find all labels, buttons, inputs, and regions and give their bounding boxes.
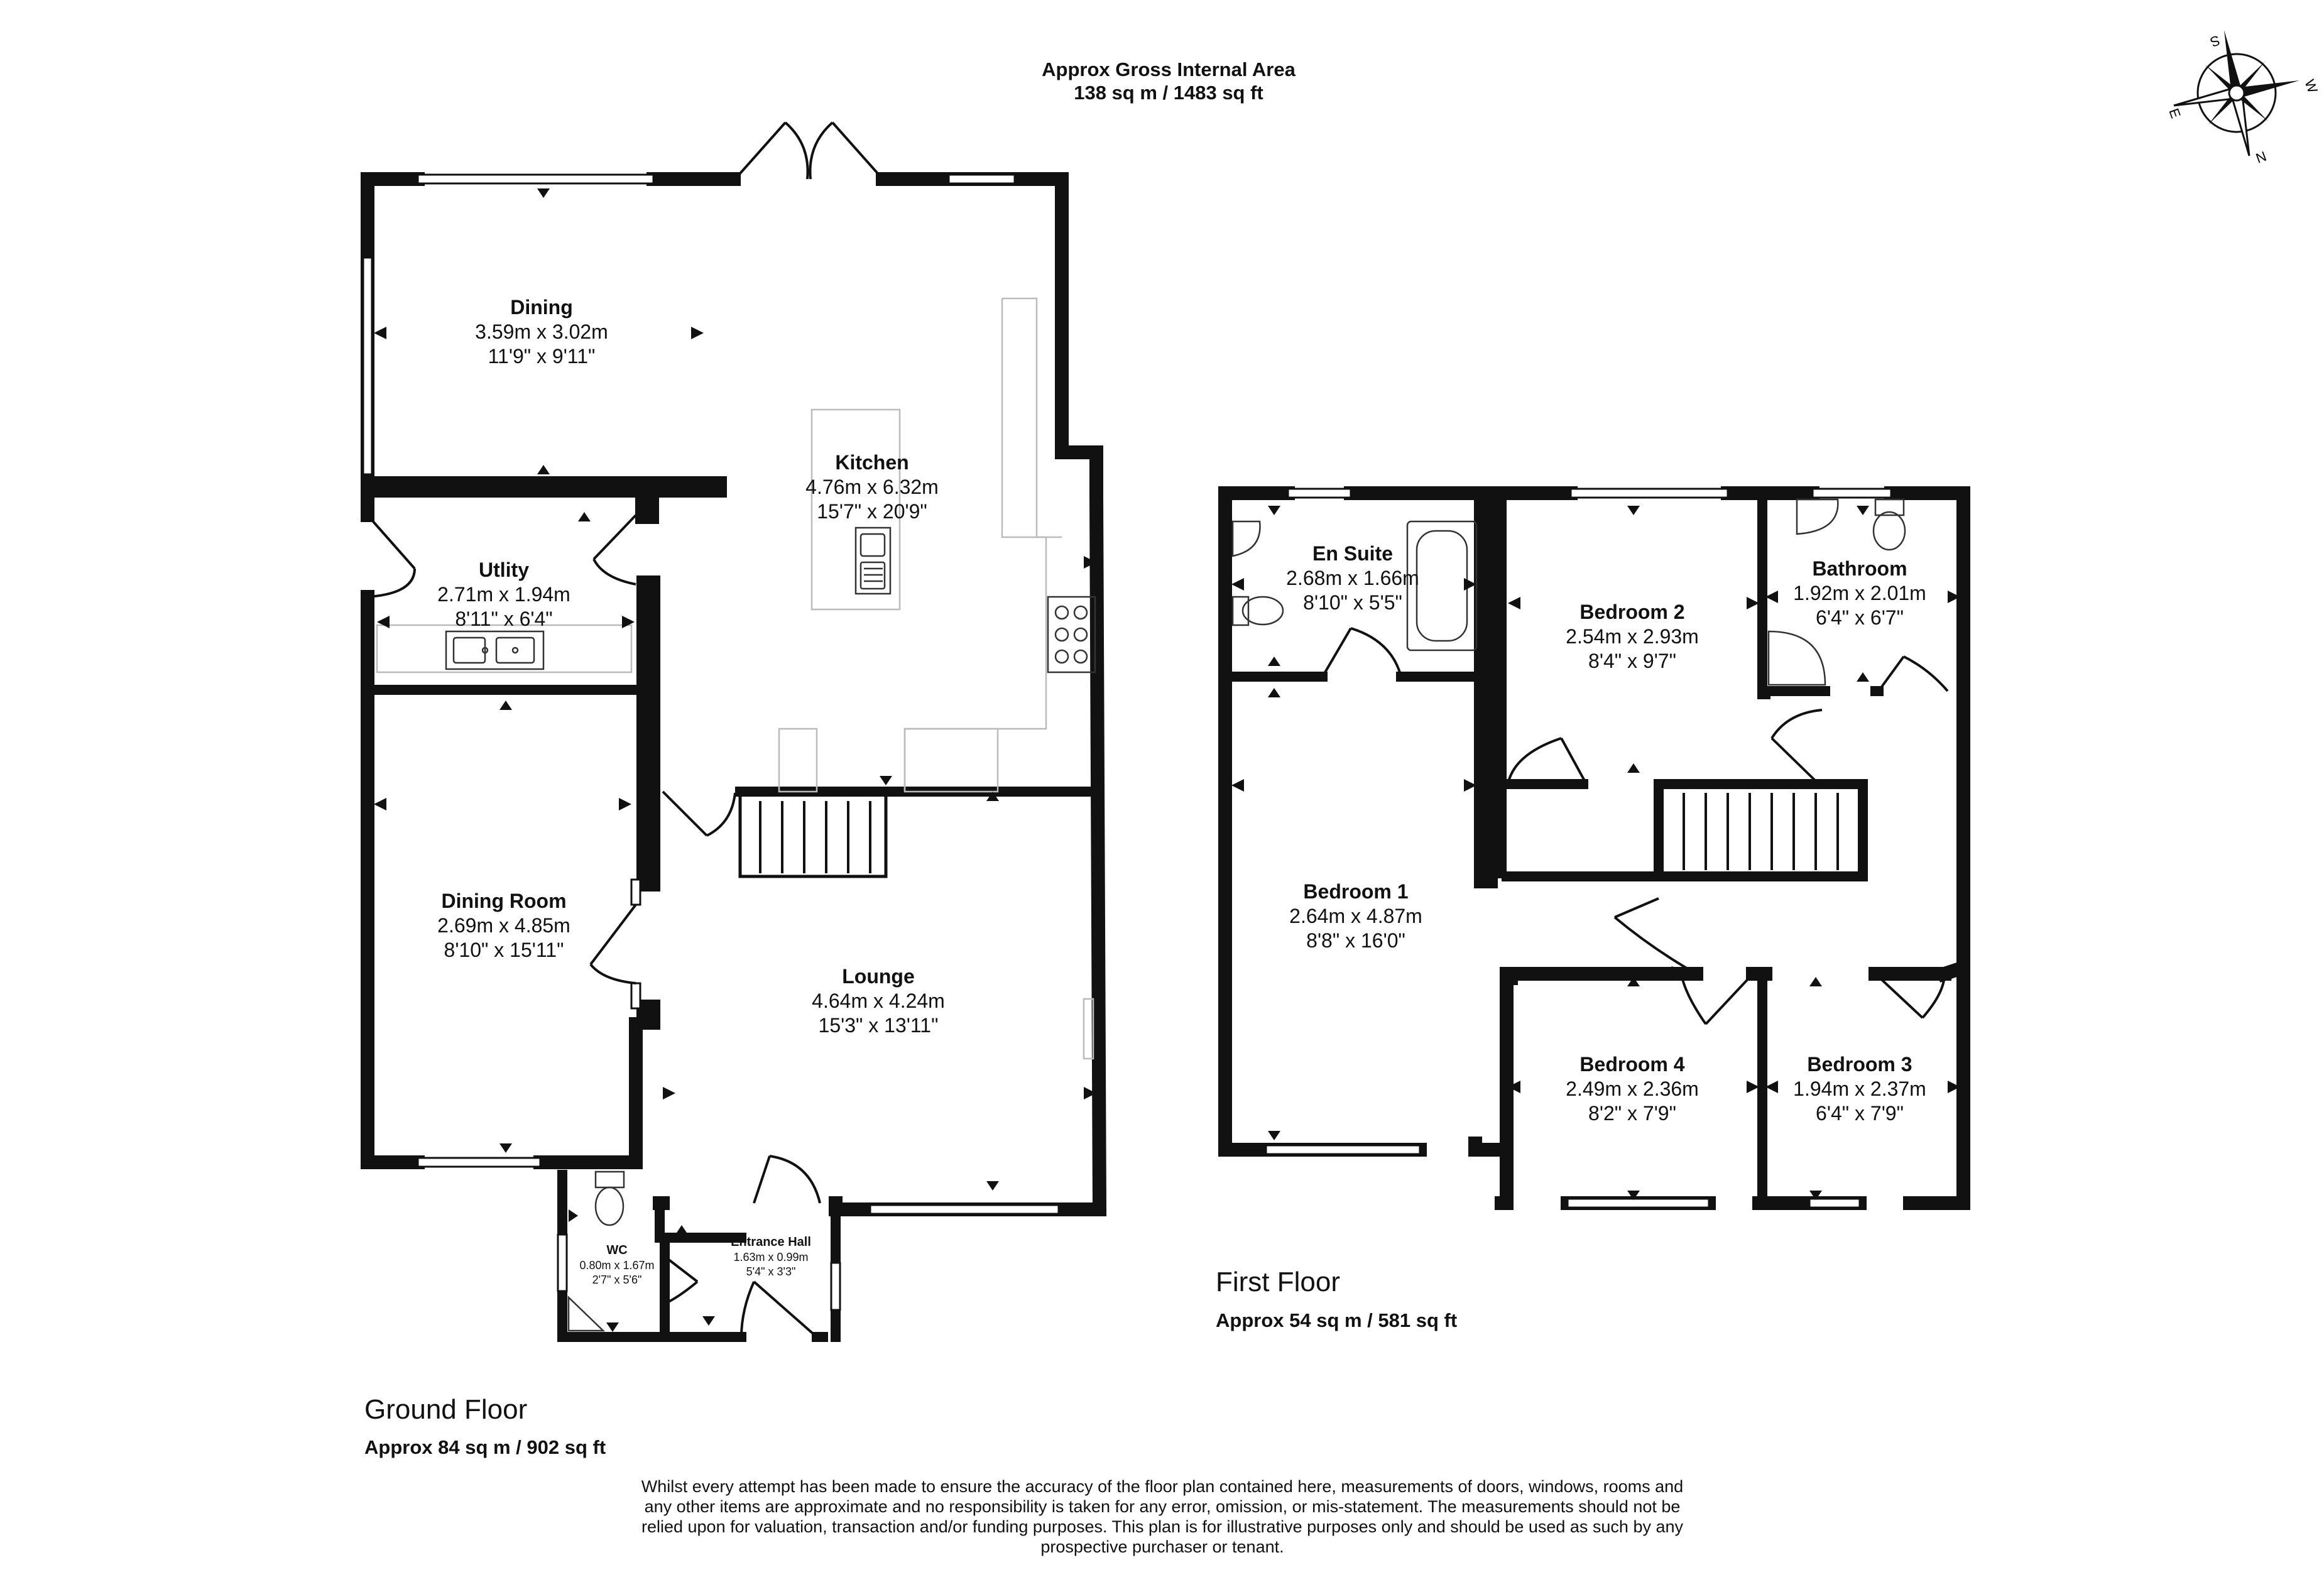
room-name: Bedroom 3 (1807, 1053, 1912, 1076)
first-floor-area: Approx 54 sq m / 581 sq ft (1216, 1309, 1458, 1331)
first-floor-doors (1321, 627, 1949, 1025)
room-imperial: 8'10" x 15'11" (444, 939, 564, 961)
wc-toilet-icon (594, 1170, 625, 1226)
bath-icon (1406, 520, 1478, 652)
compass-north: N (2254, 148, 2268, 166)
room-lounge: Lounge 4.64m x 4.24m 15'3" x 13'11" (812, 964, 945, 1038)
room-name: Dining Room (441, 890, 567, 912)
disclaimer-line: prospective purchaser or tenant. (1040, 1537, 1284, 1556)
first-floor-walls (1218, 486, 1970, 1210)
ground-floor-title: Ground Floor (364, 1394, 528, 1425)
gross-area-label: Approx Gross Internal Area (1042, 58, 1296, 80)
room-metric: 2.68m x 1.66m (1286, 567, 1419, 589)
room-metric: 3.59m x 3.02m (475, 320, 608, 343)
measurement-arrows (374, 188, 1960, 1332)
room-imperial: 2'7" x 5'6" (592, 1273, 642, 1286)
gross-area-value: 138 sq m / 1483 sq ft (1074, 82, 1263, 104)
room-metric: 2.69m x 4.85m (437, 914, 570, 937)
room-metric: 0.80m x 1.67m (579, 1259, 655, 1272)
room-bedroom-3: Bedroom 3 1.94m x 2.37m 6'4" x 7'9" (1793, 1052, 1926, 1126)
ground-floor-windows (362, 173, 1060, 1311)
room-imperial: 8'10" x 5'5" (1303, 591, 1402, 614)
room-utility: Utlity 2.71m x 1.94m 8'11" x 6'4" (437, 558, 570, 631)
wc-basin-icon (567, 1295, 606, 1332)
disclaimer-line: relied upon for valuation, transaction a… (641, 1517, 1683, 1536)
room-name: Dining (510, 296, 573, 319)
room-name: Entrance Hall (731, 1235, 811, 1249)
first-floor-title: First Floor (1216, 1267, 1340, 1297)
kitchen-sink-icon (854, 526, 892, 595)
first-floor-windows (1265, 488, 1892, 1209)
room-entrance-hall: Entrance Hall 1.63m x 0.99m 5'4" x 3'3" (731, 1235, 811, 1279)
room-bedroom-1: Bedroom 1 2.64m x 4.87m 8'8" x 16'0" (1289, 880, 1422, 953)
disclaimer-line: Whilst every attempt has been made to en… (641, 1477, 1684, 1496)
room-name: Bedroom 2 (1579, 601, 1685, 623)
room-name: Bathroom (1812, 557, 1907, 580)
room-metric: 4.64m x 4.24m (812, 990, 945, 1012)
ground-floor-doors (366, 121, 884, 1338)
room-metric: 1.94m x 2.37m (1793, 1077, 1926, 1100)
room-imperial: 8'4" x 9'7" (1588, 650, 1676, 672)
ground-floor-area: Approx 84 sq m / 902 sq ft (364, 1436, 606, 1458)
room-metric: 4.76m x 6.32m (805, 476, 939, 498)
room-name: WC (606, 1243, 628, 1257)
room-imperial: 15'3" x 13'11" (818, 1014, 939, 1037)
first-floor-fixtures (1231, 498, 1906, 686)
room-imperial: 6'4" x 6'7" (1816, 606, 1904, 629)
disclaimer: Whilst every attempt has been made to en… (591, 1476, 1734, 1557)
room-dining-room: Dining Room 2.69m x 4.85m 8'10" x 15'11" (437, 889, 570, 963)
compass-rose-icon: S N W E (2166, 30, 2321, 166)
hob-icon (1047, 596, 1096, 674)
room-metric: 2.54m x 2.93m (1566, 625, 1699, 648)
room-imperial: 8'2" x 7'9" (1588, 1102, 1676, 1125)
room-name: Utlity (479, 559, 529, 581)
compass-east: E (2166, 106, 2184, 120)
room-bathroom: Bathroom 1.92m x 2.01m 6'4" x 6'7" (1793, 557, 1926, 630)
room-kitchen: Kitchen 4.76m x 6.32m 15'7" x 20'9" (805, 450, 939, 524)
room-imperial: 11'9" x 9'11" (488, 345, 596, 368)
room-metric: 1.63m x 0.99m (733, 1251, 809, 1263)
room-metric: 2.64m x 4.87m (1289, 905, 1422, 927)
room-metric: 1.92m x 2.01m (1793, 582, 1926, 604)
stairs-first (1683, 793, 1839, 870)
room-name: En Suite (1312, 542, 1393, 565)
room-imperial: 8'8" x 16'0" (1306, 929, 1405, 952)
room-name: Bedroom 4 (1579, 1053, 1685, 1076)
room-imperial: 15'7" x 20'9" (817, 500, 927, 523)
bathroom-basin-icon (1796, 498, 1839, 535)
compass-south: S (2208, 32, 2222, 50)
room-imperial: 6'4" x 7'9" (1816, 1102, 1904, 1125)
room-dining: Dining 3.59m x 3.02m 11'9" x 9'11" (475, 295, 608, 369)
sink-icon (445, 630, 545, 670)
room-name: Bedroom 1 (1303, 880, 1409, 903)
room-en-suite: En Suite 2.68m x 1.66m 8'10" x 5'5" (1286, 542, 1419, 615)
room-bedroom-2: Bedroom 2 2.54m x 2.93m 8'4" x 9'7" (1566, 600, 1699, 674)
room-metric: 2.49m x 2.36m (1566, 1077, 1699, 1100)
compass-west: W (2301, 77, 2321, 95)
room-wc: WC 0.80m x 1.67m 2'7" x 5'6" (579, 1243, 654, 1287)
room-name: Lounge (842, 965, 915, 988)
shower-icon (1767, 630, 1826, 686)
ground-floor-fixtures (376, 297, 1094, 1060)
room-bedroom-4: Bedroom 4 2.49m x 2.36m 8'2" x 7'9" (1566, 1052, 1699, 1126)
room-imperial: 5'4" x 3'3" (746, 1265, 796, 1278)
room-metric: 2.71m x 1.94m (437, 583, 570, 606)
room-name: Kitchen (835, 451, 909, 474)
disclaimer-line: any other items are approximate and no r… (644, 1497, 1681, 1516)
gross-internal-area: Approx Gross Internal Area 138 sq m / 14… (898, 58, 1439, 104)
en-suite-basin-icon (1231, 520, 1261, 557)
stairs-ground (759, 801, 871, 873)
room-imperial: 8'11" x 6'4" (455, 608, 553, 630)
